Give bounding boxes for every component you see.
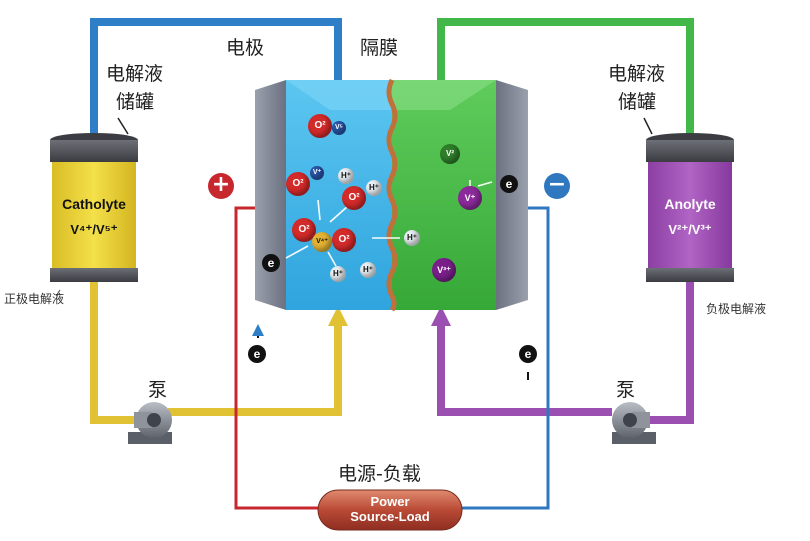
- right-tank-title-line1: 电解液: [608, 63, 666, 85]
- catholyte-return-pipe: [90, 18, 342, 148]
- catholyte-supply-pipe: [90, 282, 138, 424]
- left-tank-title-line1: 电解液: [106, 63, 164, 85]
- power-line1: Power: [370, 494, 410, 509]
- electron-icon: e: [519, 345, 537, 363]
- anolyte-supply-pipe: [650, 282, 694, 424]
- vanadium-ion: V³⁺: [432, 258, 456, 282]
- negative-terminal-icon: −: [544, 173, 570, 199]
- oxygen-ion: O²: [342, 186, 366, 210]
- membrane-label: 隔膜: [360, 37, 399, 59]
- power-source-load: [317, 489, 463, 531]
- electron-icon: e: [248, 345, 266, 363]
- left-pump-label: 泵: [148, 379, 168, 401]
- left-tank-title-line2: 储罐: [116, 91, 155, 113]
- vanadium-ion: V⁴⁺: [312, 232, 332, 252]
- vanadium-ion: V⁵: [332, 121, 346, 135]
- right-pump-label: 泵: [616, 379, 636, 401]
- vanadium-ion: V²: [440, 144, 460, 164]
- catholyte-ions: V⁴⁺/V⁵⁺: [70, 222, 118, 237]
- hydrogen-ion: H⁺: [338, 168, 354, 184]
- catholyte-name: Catholyte: [62, 196, 126, 212]
- left-pump: [128, 402, 172, 444]
- electrochemical-cell: [255, 78, 528, 312]
- power-line2: Source-Load: [350, 509, 430, 524]
- anolyte-name: Anolyte: [664, 196, 716, 212]
- anolyte-tank: [646, 133, 734, 282]
- negative-electrolyte-label: 负极电解液: [706, 302, 767, 316]
- positive-electrolyte-label: 正极电解液: [4, 292, 65, 306]
- hydrogen-ion: H⁺: [366, 180, 382, 196]
- oxygen-ion: O²: [308, 114, 332, 138]
- negative-wire: [462, 206, 550, 510]
- catholyte-tank: [50, 133, 138, 282]
- electrode-label: 电极: [226, 37, 265, 59]
- electron-icon: e: [262, 254, 280, 272]
- electron-icon: e: [500, 175, 518, 193]
- anolyte-ions: V²⁺/V³⁺: [668, 222, 712, 237]
- vanadium-ion: V⁺: [310, 166, 324, 180]
- membrane: [386, 78, 398, 312]
- oxygen-ion: O²: [286, 172, 310, 196]
- vanadium-ion: V⁺: [458, 186, 482, 210]
- positive-wire: [234, 206, 318, 510]
- right-tank-title-line2: 储罐: [618, 91, 657, 113]
- oxygen-ion: O²: [332, 228, 356, 252]
- power-box-label: Power Source-Load: [318, 494, 462, 524]
- hydrogen-ion: H⁺: [404, 230, 420, 246]
- hydrogen-ion: H⁺: [330, 266, 346, 282]
- power-caption: 电源-负载: [338, 463, 421, 485]
- anolyte-return-pipe: [437, 18, 694, 148]
- hydrogen-ion: H⁺: [360, 262, 376, 278]
- right-pump: [612, 402, 656, 444]
- positive-terminal-icon: +: [208, 173, 234, 199]
